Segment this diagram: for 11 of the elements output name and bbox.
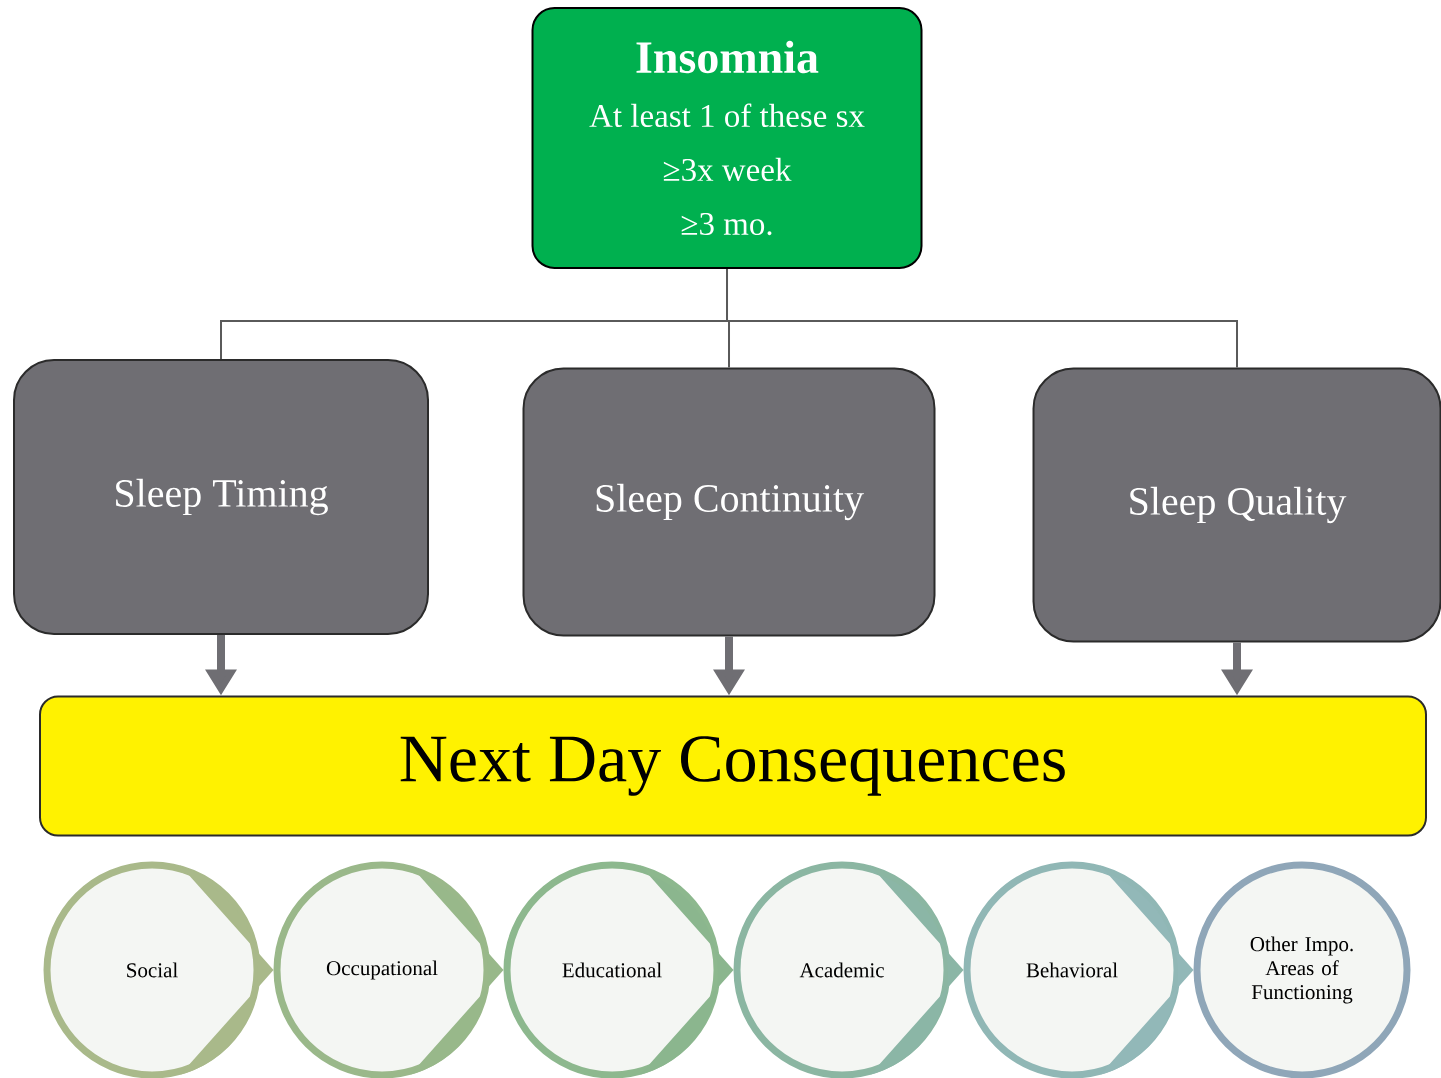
connector-line bbox=[726, 268, 1238, 369]
banner-box: Next Day Consequences bbox=[39, 695, 1427, 837]
chevron-arrow bbox=[180, 865, 274, 1075]
chevron-arrow bbox=[640, 865, 734, 1075]
criteria-box: Insomnia At least 1 of these sx ≥3x week ≥3 mo. bbox=[531, 7, 923, 269]
category-box: Sleep Continuity bbox=[522, 367, 936, 637]
chevron-arrow bbox=[870, 865, 964, 1075]
chevron-arrow bbox=[1100, 865, 1194, 1075]
category-box: Sleep Quality bbox=[1032, 367, 1441, 643]
category-box: Sleep Timing bbox=[13, 359, 429, 635]
chevron-arrow bbox=[410, 865, 504, 1075]
